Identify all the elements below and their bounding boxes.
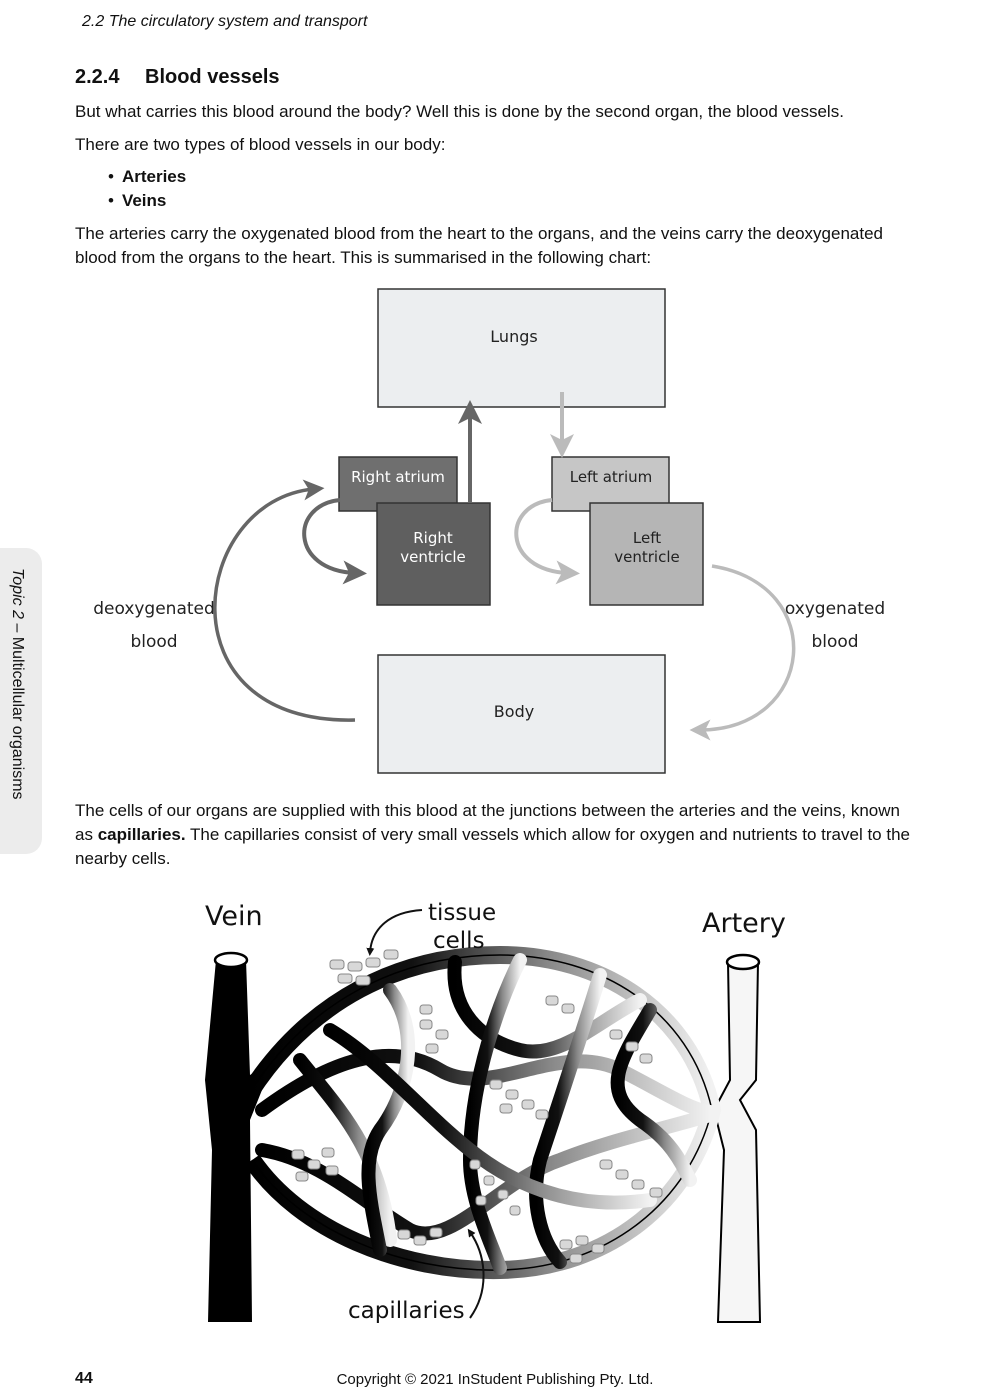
paragraph-1: But what carries this blood around the b… <box>75 100 920 124</box>
artery-vessel <box>714 962 760 1322</box>
right-ventricle-label-2: ventricle <box>400 548 465 566</box>
arrow-left-ventricle-to-body <box>700 566 794 730</box>
paragraph-3: The arteries carry the oxygenated blood … <box>75 222 920 270</box>
running-head: 2.2 The circulatory system and transport <box>82 13 367 31</box>
bullet-veins: Veins <box>108 189 186 213</box>
capillaries-label: capillaries <box>348 1298 465 1324</box>
paragraph-4-text-b: The capillaries consist of very small ve… <box>75 825 910 868</box>
deoxygenated-label-1: deoxygenated <box>93 599 215 619</box>
tissue-cells-label-2: cells <box>433 928 485 954</box>
tissue-cells-pointer <box>370 910 422 952</box>
capillary-bed-illustration: Vein Artery tissue cells capillaries <box>0 885 990 1345</box>
bullet-list: Arteries Veins <box>108 165 186 213</box>
deoxygenated-label-2: blood <box>130 632 177 652</box>
arrow-body-to-right-atrium <box>215 489 355 720</box>
paragraph-4: The cells of our organs are supplied wit… <box>75 799 920 871</box>
bullet-arteries: Arteries <box>108 165 186 189</box>
right-ventricle-label-1: Right <box>413 529 453 547</box>
copyright-notice: Copyright © 2021 InStudent Publishing Pt… <box>0 1371 990 1388</box>
oxygenated-label-1: oxygenated <box>785 599 885 619</box>
oxygenated-label-2: blood <box>811 632 858 652</box>
lungs-box <box>378 289 665 407</box>
artery-opening <box>727 955 759 969</box>
section-number: 2.2.4 <box>75 66 145 89</box>
right-atrium-label: Right atrium <box>351 468 445 486</box>
paragraph-2: There are two types of blood vessels in … <box>75 133 920 157</box>
body-label: Body <box>494 702 534 721</box>
lungs-label: Lungs <box>490 327 537 346</box>
artery-label: Artery <box>702 908 786 939</box>
vein-label: Vein <box>205 901 263 932</box>
vein-vessel <box>205 960 274 1322</box>
capillaries-term: capillaries. <box>98 825 186 844</box>
left-ventricle-label-1: Left <box>633 529 661 547</box>
vein-opening <box>215 953 247 967</box>
tissue-cells-label-1: tissue <box>428 900 496 926</box>
left-ventricle-label-2: ventricle <box>614 548 679 566</box>
left-atrium-label: Left atrium <box>570 468 653 486</box>
section-title: Blood vessels <box>145 66 280 88</box>
circulation-flow-chart: Lungs Right atrium Right ventricle Left … <box>0 280 990 780</box>
